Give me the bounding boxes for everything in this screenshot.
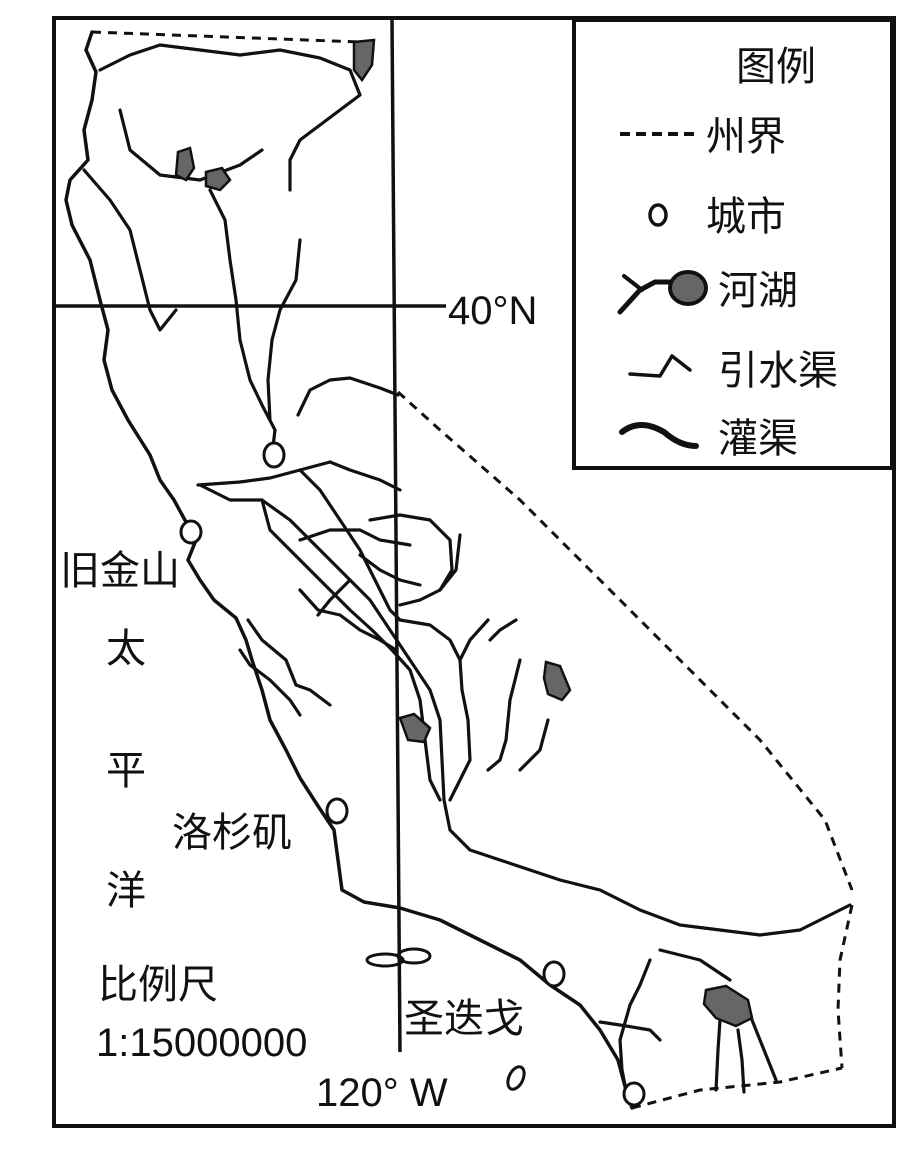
lake [398, 712, 432, 744]
legend-label-aqueduct: 引水渠 [718, 348, 838, 394]
island [396, 947, 432, 965]
legend-box [572, 18, 894, 470]
ocean-label-char: 太 [106, 626, 146, 672]
longitude-label: 120° W [316, 1071, 448, 1115]
lakes [174, 38, 754, 1028]
city-marker [262, 441, 286, 469]
scale-value: 1:15000000 [96, 1021, 307, 1065]
rivers [82, 43, 778, 1102]
coastline [64, 30, 634, 1110]
river-lake-symbol [617, 270, 708, 315]
legend-label-river-lake: 河湖 [718, 268, 798, 314]
aqueduct-symbol [628, 354, 692, 378]
city-marker-san-francisco [179, 519, 203, 545]
island [506, 1065, 526, 1091]
lake [352, 38, 376, 83]
city-symbol [648, 203, 668, 227]
legend-label-city: 城市 [706, 194, 786, 240]
irrigation-canal-symbol [619, 422, 699, 449]
state-border [91, 30, 854, 1110]
city-label-san-diego: 圣迭戈 [404, 996, 524, 1042]
cities [179, 441, 646, 1107]
legend: 图例 州界 城市 河湖 引水渠 灌渠 [572, 18, 894, 470]
longitude-line-120w [390, 19, 402, 1053]
map-outer-frame [52, 16, 896, 1128]
legend-label-state-border: 州界 [706, 114, 786, 160]
city-marker-san-diego [542, 960, 566, 988]
lake [204, 166, 232, 192]
ocean-label-char: 洋 [106, 868, 146, 914]
scale-title: 比例尺 [98, 962, 218, 1008]
lake [702, 984, 754, 1028]
legend-label-irrigation-canal: 灌渠 [718, 416, 798, 462]
canals [198, 460, 852, 937]
ocean-label-char: 平 [106, 748, 146, 794]
city-marker-los-angeles [325, 797, 349, 825]
legend-title: 图例 [736, 44, 816, 90]
lake [542, 660, 572, 702]
lake [174, 146, 196, 182]
city-label-san-francisco: 旧金山 [60, 548, 180, 594]
latitude-label: 40°N [448, 289, 537, 333]
city-label-los-angeles: 洛杉矶 [172, 810, 292, 856]
city-marker [622, 1081, 646, 1107]
